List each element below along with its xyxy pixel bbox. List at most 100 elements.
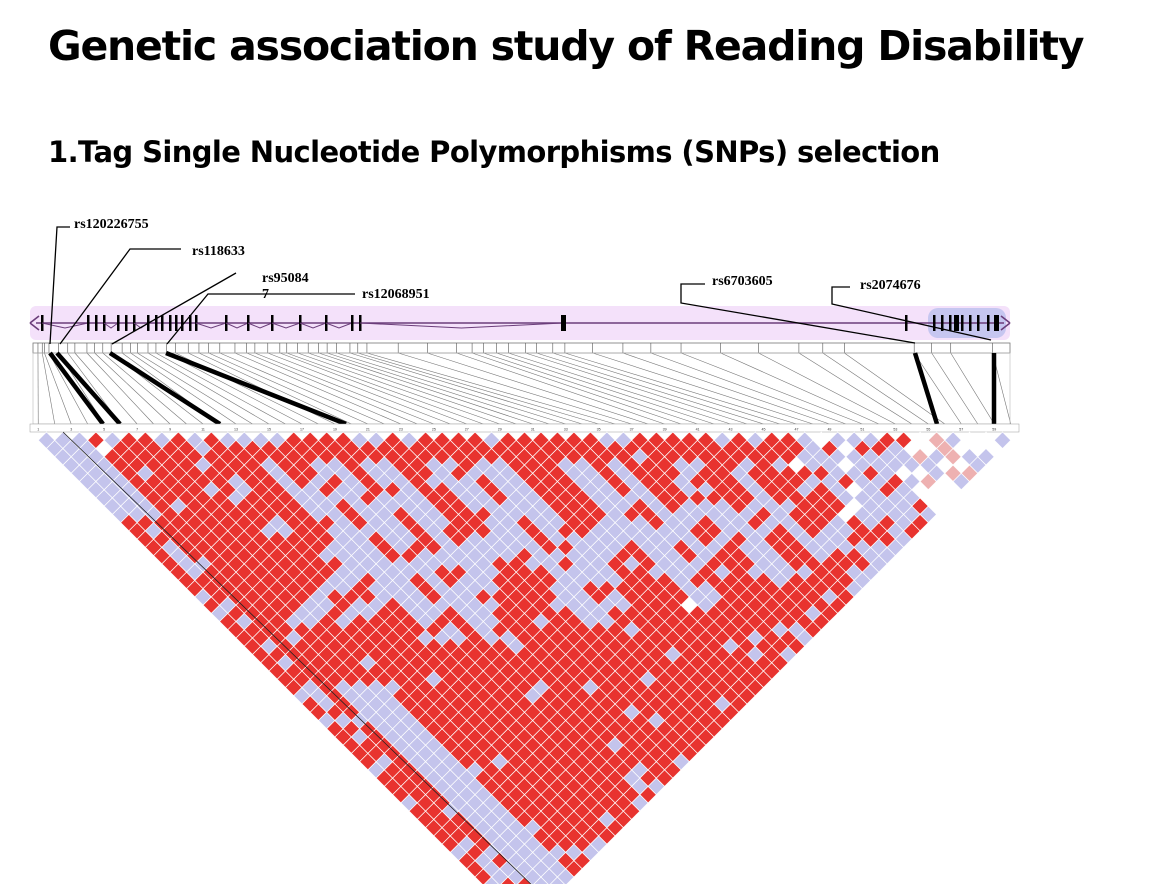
callout-line-rs6703605 — [680, 283, 916, 344]
snp-connector — [950, 352, 995, 425]
snp-connector — [279, 352, 467, 425]
snp-connector — [913, 352, 962, 425]
marker-number: 51 — [860, 428, 864, 432]
marker-number: 33 — [564, 428, 568, 432]
snp-connector — [336, 352, 566, 425]
marker-number: 5 — [103, 428, 105, 432]
strand-arrow-icon — [29, 315, 40, 331]
slide-title: Genetic association study of Reading Dis… — [48, 22, 1085, 70]
snp-connector — [48, 352, 88, 425]
exon-mark — [954, 315, 959, 331]
exon-mark — [994, 315, 999, 331]
intron-line — [103, 322, 119, 329]
snp-label-rs120226755: rs120226755 — [74, 217, 149, 232]
marker-number: 1 — [37, 428, 39, 432]
snp-connector — [166, 352, 303, 425]
exon-mark — [933, 315, 936, 331]
tag-snp-connector — [108, 351, 222, 426]
exon-mark — [561, 315, 566, 331]
snp-connectors — [32, 352, 1012, 425]
snp-connector — [650, 352, 847, 425]
exon-mark — [987, 315, 990, 331]
tag-snp-connector — [912, 352, 940, 425]
snp-label-rs12068951: rs12068951 — [362, 287, 430, 302]
snp-connector — [456, 352, 665, 425]
snp-connector — [398, 352, 632, 425]
exon-mark — [95, 315, 98, 331]
intron-line — [225, 322, 249, 329]
snp-connector — [536, 352, 764, 425]
exon-mark — [189, 315, 192, 331]
exon-mark — [125, 315, 128, 331]
snp-connector — [234, 352, 401, 425]
intron-line — [325, 322, 353, 329]
snp-ruler-ticks — [37, 343, 993, 353]
snp-connector — [327, 352, 550, 425]
snp-connector — [592, 352, 814, 425]
snp-connector — [74, 352, 138, 425]
exon-marks — [41, 315, 999, 331]
exon-mark — [905, 315, 908, 331]
exon-mark — [175, 315, 178, 331]
snp-label-rs6703605: rs6703605 — [712, 274, 773, 289]
snp-connector — [254, 352, 434, 425]
exon-mark — [161, 315, 164, 331]
tag-snp-connectors — [48, 350, 997, 427]
snp-connector — [496, 352, 715, 425]
exon-mark — [969, 315, 972, 331]
tag-snp-callouts — [49, 226, 992, 345]
exon-mark — [961, 315, 964, 331]
snp-ruler — [32, 342, 1011, 354]
exon-mark — [169, 315, 172, 331]
marker-number: 43 — [729, 428, 733, 432]
marker-number: 17 — [300, 428, 304, 432]
exon-mark — [155, 315, 158, 331]
snp-connector — [720, 352, 880, 425]
snp-connector — [208, 352, 369, 425]
marker-number: 25 — [432, 428, 436, 432]
snp-connector — [758, 352, 896, 425]
snp-connector — [41, 352, 56, 425]
snp-connector — [564, 352, 797, 425]
marker-number: 11 — [201, 428, 205, 432]
snp-connector — [198, 352, 352, 425]
snp-connector — [147, 352, 270, 425]
intron-line — [299, 322, 327, 329]
snp-connector — [155, 352, 286, 425]
snp-connector — [822, 352, 929, 425]
marker-number: 37 — [630, 428, 634, 432]
marker-number: 23 — [399, 428, 403, 432]
gene-track — [29, 306, 1011, 340]
intron-line — [41, 322, 89, 329]
marker-number: 21 — [366, 428, 370, 432]
snp-connector — [844, 352, 945, 425]
snp-connector — [471, 352, 682, 425]
snp-connector — [86, 352, 154, 425]
tag-snp-connector — [48, 351, 105, 426]
snp-connector — [267, 352, 451, 425]
marker-number: 55 — [926, 428, 930, 432]
tag-snp-connector — [55, 351, 122, 426]
intron-line — [271, 322, 301, 329]
snp-connector — [552, 352, 781, 425]
intron-line — [247, 322, 273, 329]
tag-snp-connector — [165, 350, 347, 427]
marker-number: 13 — [234, 428, 238, 432]
callout-line-rs950847 — [111, 272, 237, 345]
marker-number: 53 — [893, 428, 897, 432]
connector-frame — [32, 352, 1011, 425]
marker-number: 59 — [992, 428, 996, 432]
callout-line-rs120226755 — [49, 226, 70, 345]
marker-number: 9 — [169, 428, 171, 432]
marker-number: 35 — [597, 428, 601, 432]
snp-label-rs2074676: rs2074676 — [860, 278, 921, 293]
snp-connector — [94, 352, 171, 425]
snp-connector — [246, 352, 418, 425]
callout-line-rs12068951 — [166, 293, 355, 345]
callout-line-rs118633 — [59, 248, 181, 345]
exon-mark — [977, 315, 980, 331]
exon-mark — [87, 315, 90, 331]
marker-number: 47 — [794, 428, 798, 432]
snp-connector — [798, 352, 913, 425]
